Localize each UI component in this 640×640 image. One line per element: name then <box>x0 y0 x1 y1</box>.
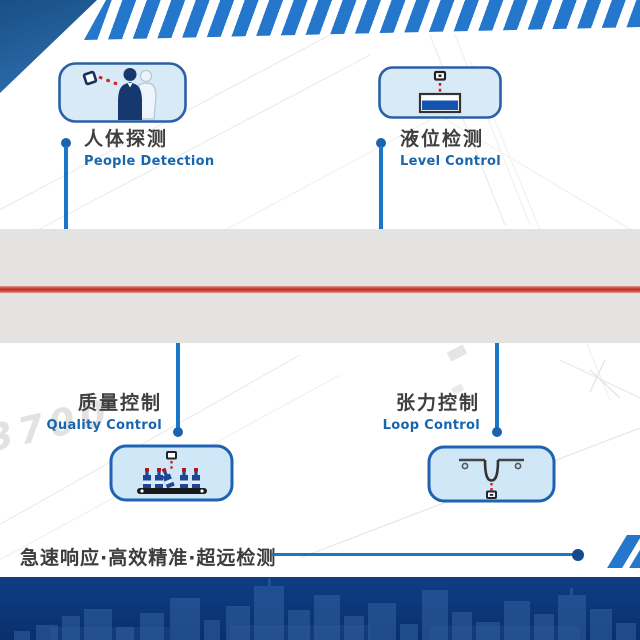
loop-control-icon <box>427 445 556 503</box>
loop-control-title-en: Loop Control <box>382 418 480 433</box>
hanging-loop <box>483 459 500 482</box>
people-detection-title-en: People Detection <box>84 154 215 169</box>
city-skyline <box>14 578 636 640</box>
people-detection-icon <box>58 62 187 123</box>
people-detection-connector <box>64 146 68 229</box>
quality-control-icon <box>109 444 234 502</box>
tagline-rule <box>271 553 574 556</box>
people-detection-dot <box>61 138 71 148</box>
liquid-level <box>422 100 458 110</box>
laser-beam-line <box>0 286 640 293</box>
tagline-end-dot <box>572 549 584 561</box>
people-detection-title-zh: 人体探测 <box>84 128 169 150</box>
loop-control-label: 张力控制 Loop Control <box>338 392 480 434</box>
loop-control-connector <box>495 343 499 428</box>
conveyor-band <box>0 229 640 343</box>
person-silhouette <box>118 68 142 120</box>
level-control-title-zh: 液位检测 <box>400 128 485 150</box>
conveyor-belt <box>137 488 207 494</box>
quality-control-dot <box>173 427 183 437</box>
quality-control-title-zh: 质量控制 <box>77 392 162 414</box>
level-control-title-en: Level Control <box>400 154 502 169</box>
loop-control-dot <box>492 427 502 437</box>
level-control-dot <box>376 138 386 148</box>
level-control-label: 液位检测 Level Control <box>400 128 501 170</box>
tagline-text: 急速响应·高效精准·超远检测 <box>20 547 277 569</box>
people-detection-label: 人体探测 People Detection <box>84 128 214 170</box>
footer-band <box>0 577 640 640</box>
quality-control-title-en: Quality Control <box>46 418 162 433</box>
level-control-connector <box>379 146 383 229</box>
level-control-icon <box>378 66 502 119</box>
quality-control-label: 质量控制 Quality Control <box>18 392 162 434</box>
loop-control-title-zh: 张力控制 <box>395 392 480 414</box>
quality-control-connector <box>176 343 180 428</box>
